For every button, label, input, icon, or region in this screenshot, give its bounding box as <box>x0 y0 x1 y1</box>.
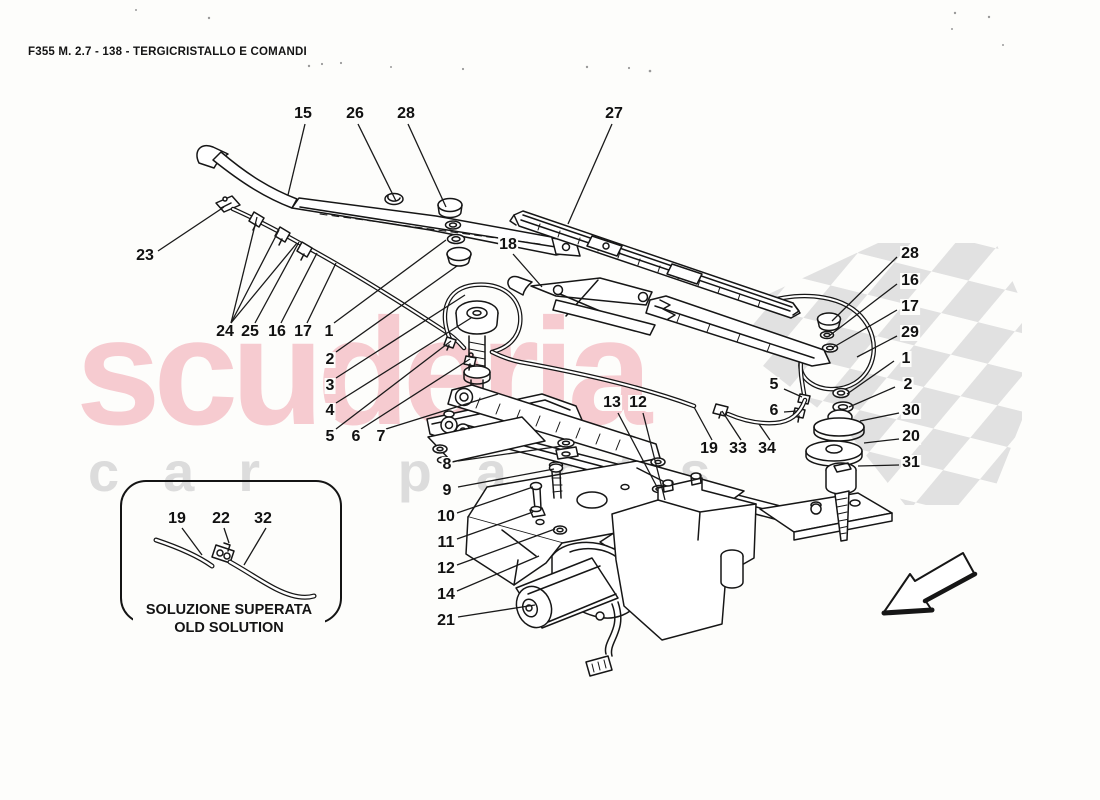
leader-line <box>335 294 466 379</box>
leader-line <box>456 528 556 566</box>
leader-line <box>828 283 898 337</box>
leader-line <box>457 468 555 488</box>
leader-line <box>230 216 258 324</box>
leader-line <box>831 256 898 322</box>
checkered-flag-graphic <box>745 243 1022 505</box>
leader-line <box>721 410 742 441</box>
leader-line <box>831 309 898 349</box>
leader-line <box>243 527 267 566</box>
leader-line <box>758 423 771 441</box>
leader-line <box>857 464 900 467</box>
leader-line <box>859 412 900 422</box>
leader-line <box>693 406 713 441</box>
leader-line <box>335 340 452 430</box>
leader-line <box>230 242 298 324</box>
middle-washer-hose <box>489 349 808 426</box>
leader-line <box>642 412 666 501</box>
mounting-bracket <box>465 438 745 586</box>
second-wiper-arm <box>507 275 831 367</box>
leader-line <box>335 265 458 353</box>
inset-old-solution-tubes <box>153 537 317 600</box>
leader-line <box>846 360 895 395</box>
leader-line <box>333 239 447 324</box>
leader-line <box>230 229 280 324</box>
leader-line <box>856 335 898 358</box>
leader-line <box>306 262 337 324</box>
inset-caption: SOLUZIONE SUPERATA OLD SOLUTION <box>133 601 325 637</box>
leader-line <box>223 527 230 544</box>
leader-line <box>457 604 536 618</box>
leader-line <box>456 486 534 514</box>
leader-line <box>617 412 658 488</box>
right-base-plate <box>759 492 893 541</box>
leader-line <box>863 438 900 444</box>
leader-line <box>254 241 300 324</box>
leader-line <box>783 410 798 413</box>
leader-line <box>783 388 803 398</box>
scan-speckles <box>135 9 1004 73</box>
leader-line <box>457 445 563 462</box>
leader-line <box>335 317 472 404</box>
wiper-blade <box>509 210 801 319</box>
leader-line <box>357 123 397 202</box>
leader-line <box>848 386 896 408</box>
leader-line <box>456 511 534 540</box>
page-title: F355 M. 2.7 - 138 - TERGICRISTALLO E COM… <box>28 46 307 58</box>
leader-line <box>512 253 543 288</box>
leader-line <box>407 123 447 208</box>
leader-line <box>181 527 203 556</box>
leader-line <box>280 252 318 324</box>
leader-line <box>385 393 499 430</box>
inset-caption-english: OLD SOLUTION <box>174 620 284 636</box>
leader-lines <box>157 123 900 618</box>
inset-caption-italian: SOLUZIONE SUPERATA <box>145 602 313 618</box>
leader-line <box>287 123 306 196</box>
leader-line <box>360 358 471 430</box>
leader-line <box>157 206 225 252</box>
direction-arrow <box>881 552 978 616</box>
washer-jet <box>384 192 404 206</box>
right-pivot-hardware <box>759 293 876 542</box>
leader-line <box>567 123 613 225</box>
body-cowl-section <box>611 472 757 641</box>
leader-line <box>456 555 540 592</box>
